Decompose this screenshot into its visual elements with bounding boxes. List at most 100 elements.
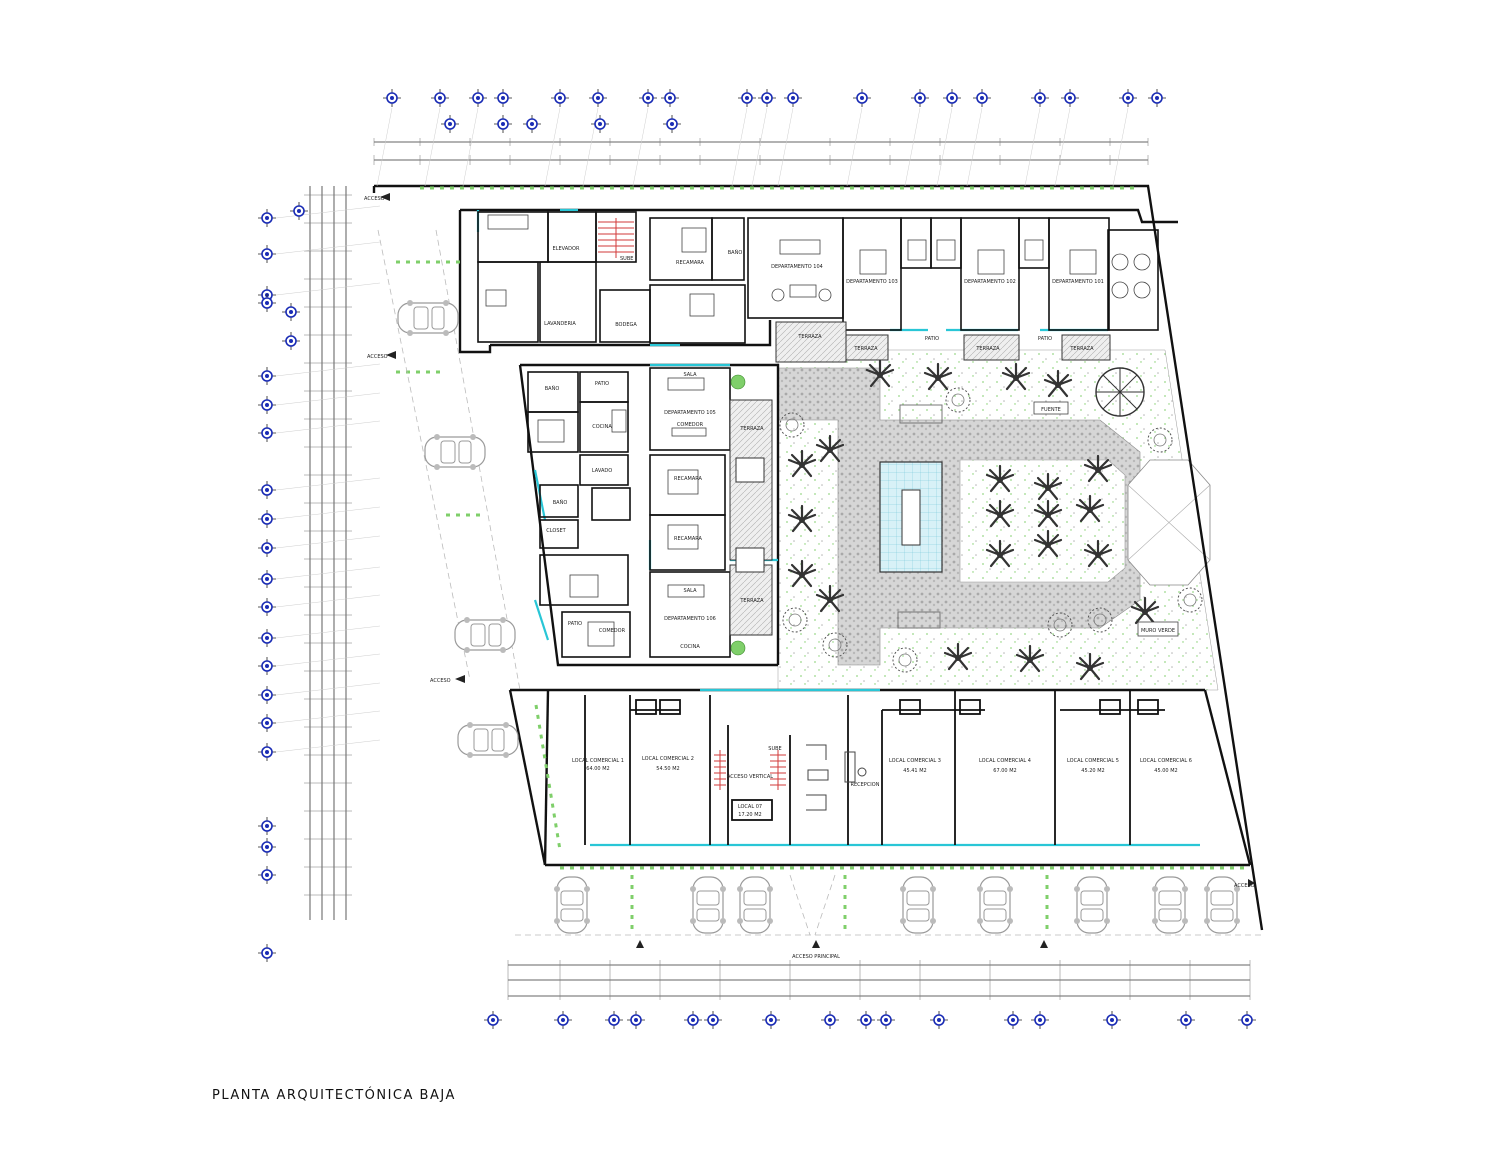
local-07-label: LOCAL 07 <box>738 804 762 810</box>
bano-upper-label: BAÑO <box>728 249 743 256</box>
comedor-106-label: COMEDOR <box>599 628 626 634</box>
local-5-label: LOCAL COMERCIAL 5 <box>1067 758 1119 764</box>
terraza-102-label: TERRAZA <box>975 346 1000 352</box>
grid-marker-top <box>551 89 569 107</box>
lavanderia-label: LAVANDERIA <box>544 321 576 327</box>
local-2-area: 54.50 M2 <box>656 766 679 772</box>
grid-marker-bottom <box>762 1011 780 1029</box>
furniture-upper <box>485 214 1151 317</box>
grid-marker-top <box>431 89 449 107</box>
terrace-west <box>729 399 773 636</box>
dimension-lines <box>309 141 1250 997</box>
grid-marker-left <box>258 743 276 761</box>
bano-105-label: BAÑO <box>545 385 560 392</box>
grid-marker-left <box>258 209 276 227</box>
patio-105-label: PATIO <box>595 381 609 387</box>
terraza-upper-label: TERRAZA <box>797 334 822 340</box>
grid-marker-left <box>258 294 276 312</box>
local-4-label: LOCAL COMERCIAL 4 <box>979 758 1031 764</box>
recamara-upper-label: RECAMARA <box>676 260 705 266</box>
fountain-inner <box>901 489 921 546</box>
upper-apartments <box>477 211 1159 344</box>
bodega-label: BODEGA <box>615 322 637 328</box>
grid-marker-top <box>661 89 679 107</box>
terraces-upper <box>775 321 1111 363</box>
grid-marker-top <box>738 89 756 107</box>
grid-marker-left <box>258 817 276 835</box>
furniture-west <box>537 377 707 647</box>
patio-102-label: PATIO <box>925 336 939 342</box>
grid-marker-left <box>258 838 276 856</box>
grid-marker-top <box>523 115 541 133</box>
grid-marker-left <box>258 714 276 732</box>
gravel-path <box>777 367 1141 666</box>
local-1-area: 64.00 M2 <box>586 766 609 772</box>
grid-marker-bottom <box>1103 1011 1121 1029</box>
grid-marker-top <box>469 89 487 107</box>
grid-marker-left <box>258 629 276 647</box>
grid-marker-bottom <box>484 1011 502 1029</box>
grid-marker-bottom <box>857 1011 875 1029</box>
grid-marker-top <box>943 89 961 107</box>
grid-marker-bottom <box>627 1011 645 1029</box>
terraza-101-label: TERRAZA <box>1069 346 1094 352</box>
grid-marker-left <box>290 202 308 220</box>
grid-marker-left <box>258 866 276 884</box>
grid-marker-left <box>258 686 276 704</box>
grid-marker-top <box>591 115 609 133</box>
local-4-area: 67.00 M2 <box>993 768 1016 774</box>
hedge-strips <box>396 186 1250 930</box>
cocina-106-label: COCINA <box>680 644 700 650</box>
grid-marker-top <box>441 115 459 133</box>
muro-verde-label: MURO VERDE <box>1141 628 1175 634</box>
grid-marker-left <box>282 303 300 321</box>
dept-102-label: DEPARTAMENTO 102 <box>964 279 1016 285</box>
acceso-right-label: ACCESO <box>1234 883 1255 889</box>
grid-marker-left <box>258 539 276 557</box>
grid-marker-top <box>758 89 776 107</box>
dept-101-label: DEPARTAMENTO 101 <box>1052 279 1104 285</box>
grid-marker-bottom <box>821 1011 839 1029</box>
commercial-locals <box>584 690 1165 845</box>
grid-marker-left <box>258 510 276 528</box>
acceso-principal-label: ACCESO PRINCIPAL <box>792 954 840 960</box>
entrance-markers <box>380 193 1255 948</box>
grid-marker-top <box>663 115 681 133</box>
dept-105-label: DEPARTAMENTO 105 <box>664 410 716 416</box>
patio-101-label: PATIO <box>1038 336 1052 342</box>
grid-marker-left <box>258 657 276 675</box>
recepcion-label: RECEPCION <box>851 782 880 788</box>
grid-marker-top <box>1148 89 1166 107</box>
terraza-103-label: TERRAZA <box>853 346 878 352</box>
grid-marker-top <box>639 89 657 107</box>
local-6-label: LOCAL COMERCIAL 6 <box>1140 758 1192 764</box>
acceso-lower-label: ACCESO <box>430 678 451 684</box>
grid-axis-markers <box>258 89 1256 1029</box>
horizontal-dimension-ticks <box>373 138 1251 1000</box>
stair-upper <box>598 218 634 258</box>
sala-105-label: SALA <box>683 372 697 378</box>
grid-marker-top <box>911 89 929 107</box>
garden-area: MURO VERDE FUENTE <box>777 349 1219 691</box>
sube-upper-label: SUBE <box>620 256 633 262</box>
recamara-105-label: RECAMARA <box>674 476 703 482</box>
west-apartments <box>527 367 731 658</box>
terraza-105-label: TERRAZA <box>739 426 764 432</box>
local-3-label: LOCAL COMERCIAL 3 <box>889 758 941 764</box>
local-5-area: 45.20 M2 <box>1081 768 1104 774</box>
grid-marker-bottom <box>930 1011 948 1029</box>
grid-marker-bottom <box>704 1011 722 1029</box>
grid-marker-left <box>282 332 300 350</box>
grid-marker-bottom <box>1031 1011 1049 1029</box>
grid-marker-left <box>258 598 276 616</box>
closet-label: CLOSET <box>546 528 566 534</box>
grid-marker-bottom <box>1238 1011 1256 1029</box>
grid-marker-bottom <box>554 1011 572 1029</box>
cocina-105-label: COCINA <box>592 424 612 430</box>
local-6-area: 45.00 M2 <box>1154 768 1177 774</box>
grid-marker-top <box>853 89 871 107</box>
plants-west <box>730 374 746 656</box>
local-3-area: 45.41 M2 <box>903 768 926 774</box>
grid-marker-left <box>258 367 276 385</box>
